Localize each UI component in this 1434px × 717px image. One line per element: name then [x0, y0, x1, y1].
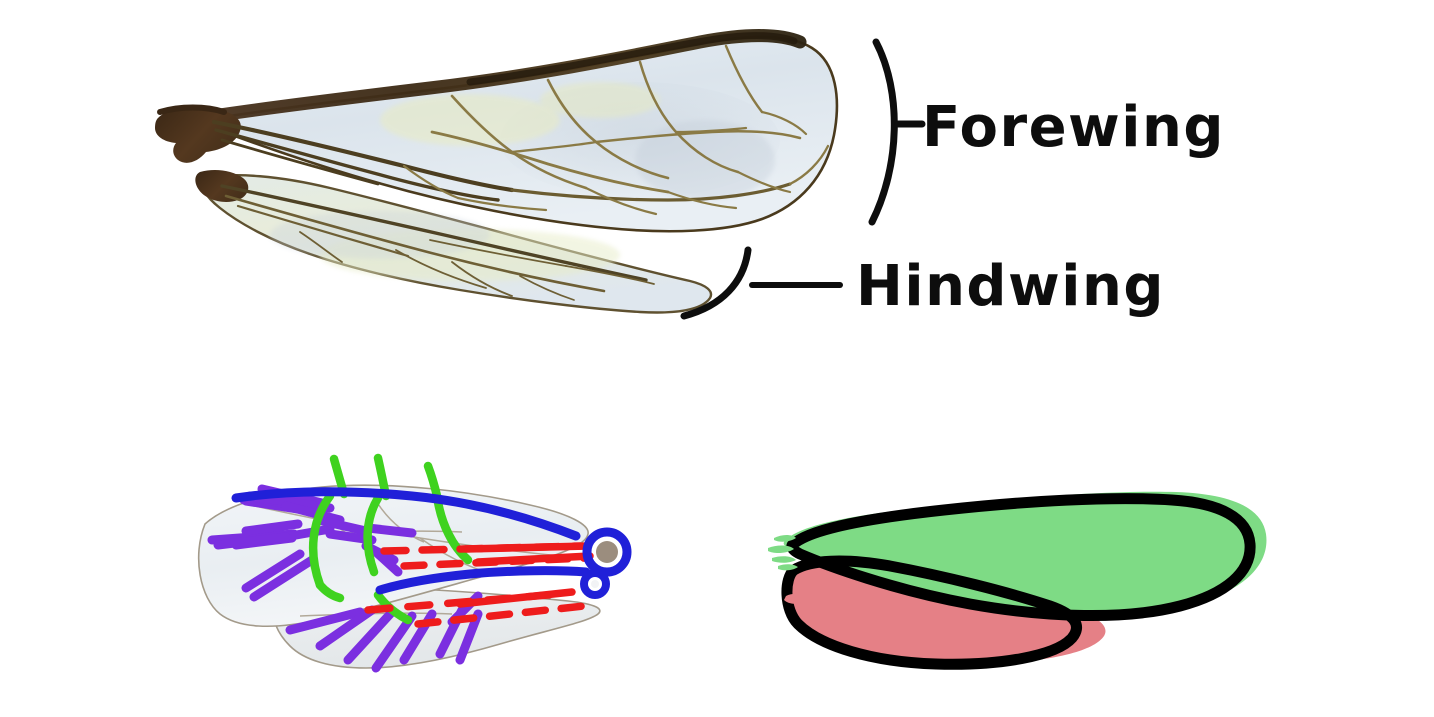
hindwing-bracket-curve [680, 246, 752, 320]
vein-group-blue [231, 487, 591, 595]
vein-group-red [364, 542, 594, 628]
forewing-base-sclerite [155, 104, 241, 163]
forewing-basal-veins [211, 119, 515, 202]
hindwing-veins [220, 184, 655, 301]
forewing-silhouette-outline [786, 493, 1256, 622]
forewing-label: Forewing [922, 95, 1225, 160]
silhouette-base-tufts [768, 535, 798, 571]
hindwing-label: Hindwing [856, 254, 1165, 319]
forewing-illustration [155, 29, 839, 233]
hindwing-illustration [195, 170, 713, 314]
forewing-bracket-curve [868, 38, 898, 226]
hamulus-major [582, 527, 632, 577]
silhouette-base-tuft-pink [784, 593, 806, 604]
hindwing-silhouette-outline [781, 555, 1082, 670]
hamulus-minor [580, 569, 610, 599]
forewing-cell-veins [402, 44, 830, 216]
